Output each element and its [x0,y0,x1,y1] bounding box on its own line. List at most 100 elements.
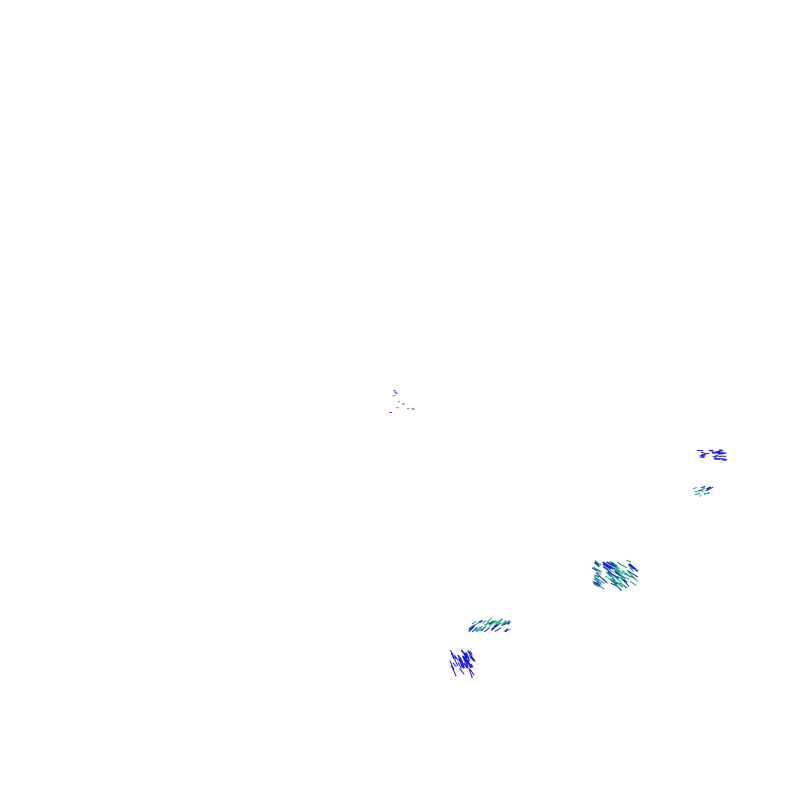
speckle-stroke [593,578,602,585]
speckle-stroke [699,495,702,497]
speckle-stroke [450,665,455,670]
speckle-stroke [475,626,481,631]
speckle-stroke [450,652,455,659]
speckle-stroke [625,577,630,580]
speckle-stroke [501,623,505,626]
speckle-stroke [705,489,708,492]
speckle-stroke [701,490,705,492]
speckle-stroke [470,663,474,668]
speckle-stroke [449,649,454,656]
speckle-stroke [496,622,501,626]
speckle-stroke [462,656,466,663]
speckle-stroke [609,565,620,572]
speckle-stroke [505,619,510,624]
speckle-stroke [601,577,608,584]
speckle-stroke [494,627,502,632]
speckle-stroke [626,559,632,563]
speckle-stroke [606,571,616,577]
speckle-stroke [468,624,476,630]
speckle-stroke [594,574,600,578]
speckle-stroke [602,564,606,567]
speckle-stroke [605,575,617,583]
speckle-stroke [607,571,620,579]
speckle-stroke [606,572,612,578]
speckle-stroke [706,488,711,491]
speckle-stroke [475,628,483,633]
speckle-stroke [703,492,707,495]
speckle-stroke [627,571,635,578]
speckle-stroke [697,492,701,495]
speckle-stroke [700,489,703,492]
speckle-stroke [501,620,506,626]
speckle-stroke [710,486,714,489]
lower-left-blue-cluster [449,649,476,679]
speckle-stroke [596,582,601,587]
speckle-stroke [468,625,475,632]
speckle-stroke [717,450,724,452]
speckle-stroke [469,669,475,676]
speckle-stroke [712,456,717,458]
speckle-stroke [472,621,477,625]
speckle-stroke [613,582,622,591]
speckle-stroke [507,621,511,625]
speckle-stroke [707,492,711,494]
upper-right-blue-cluster [696,449,728,461]
speckle-stroke [627,570,638,578]
speckle-stroke [694,491,698,493]
speckle-stroke [611,562,617,568]
speckle-stroke [479,625,483,629]
faint-speckle-cluster [389,390,415,413]
speckle-stroke [616,582,624,588]
speckle-stroke [482,620,487,624]
speckle-stroke [611,577,616,581]
speckle-stroke [465,658,473,668]
speckle-stroke [692,487,697,490]
speckle-stroke [627,564,633,570]
speckle-stroke [469,655,473,660]
speckle-stroke [486,617,492,623]
speckle-stroke [595,561,602,566]
speckle-stroke [458,655,463,663]
speckle-stroke [606,561,616,567]
speckle-stroke [621,570,631,578]
speckle-stroke [594,561,600,568]
speckle-stroke [504,620,507,624]
speckle-stroke [592,567,601,573]
speckle-stroke [482,626,487,630]
speckle-stroke [628,563,635,570]
speckle-stroke [484,627,490,633]
speckle-stroke [621,578,630,587]
speckle-stroke [492,620,497,624]
speckle-stroke [594,577,602,584]
speckle-stroke [457,662,462,669]
speckle-stroke [700,485,706,489]
speckle-stroke [706,486,712,490]
speckle-stroke [468,667,473,679]
speckle-stroke [489,621,493,625]
speckle-stroke [619,582,628,589]
speckle-stroke [493,623,498,627]
speckle-stroke [504,629,509,633]
speckle-stroke [453,655,457,660]
lower-middle-teal-cluster [468,617,511,633]
speckle-stroke [631,575,639,582]
speckle-stroke [629,580,637,586]
speckle-stroke [469,650,473,656]
speckle-stroke [460,649,469,659]
speckle-stroke [461,665,465,669]
speckle-stroke [467,650,472,656]
speckle-stroke [457,654,461,661]
speckle-stroke [608,572,615,579]
speckle-stroke [629,567,634,573]
speckle-stroke [604,566,614,573]
speckle-stroke [593,583,605,590]
speckle-stroke [463,662,469,669]
speckle-stroke [602,561,615,570]
speckle-stroke [596,571,602,575]
speckle-stroke [459,668,465,675]
speckle-stroke [484,621,490,627]
speckle-stroke [715,455,721,457]
speckle-stroke [617,562,628,569]
